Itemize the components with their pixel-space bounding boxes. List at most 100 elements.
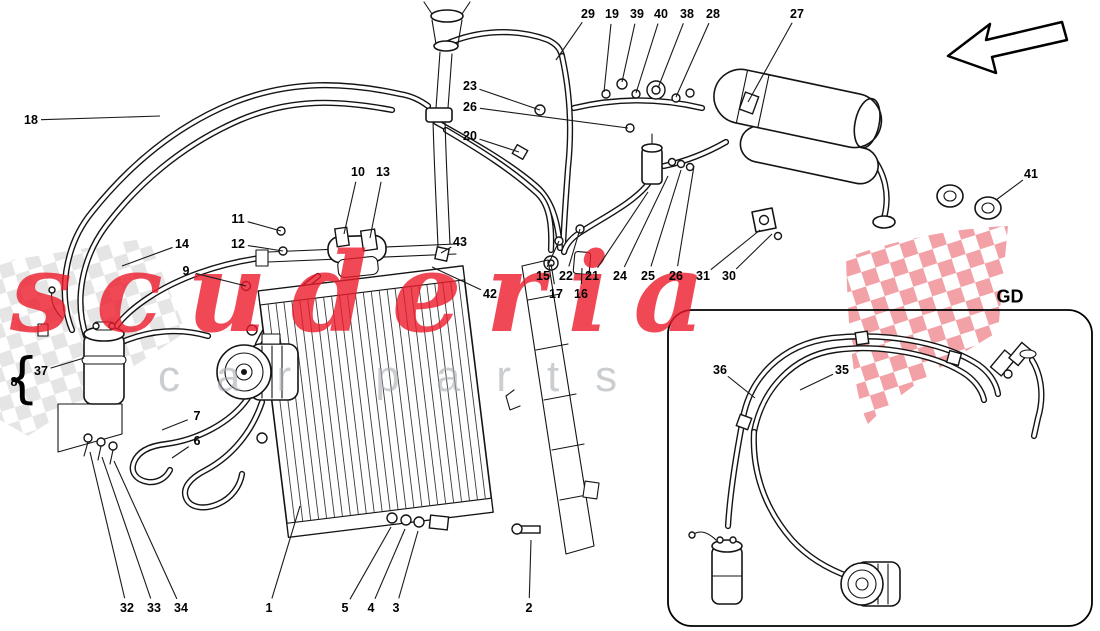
- callout-10: 10: [351, 165, 365, 179]
- callout-37: 37: [34, 364, 48, 378]
- group-brace: {: [4, 346, 40, 410]
- callout-28: 28: [706, 7, 720, 21]
- leader-line-15: [546, 240, 560, 268]
- leader-line-2: [528, 539, 532, 599]
- leader-line-14: [121, 246, 173, 267]
- leader-line-36: [727, 375, 756, 399]
- callout-11: 11: [231, 212, 245, 226]
- condenser: [257, 265, 494, 539]
- leader-line-7: [161, 419, 188, 431]
- callout-40: 40: [654, 7, 668, 21]
- callout-35: 35: [835, 363, 849, 377]
- leader-line-17: [550, 263, 555, 285]
- callout-41: 41: [1024, 167, 1038, 181]
- callout-32: 32: [120, 601, 134, 615]
- callout-30: 30: [722, 269, 736, 283]
- leader-line-10: [343, 181, 357, 235]
- drier-bottle: [37, 286, 127, 465]
- callout-5: 5: [341, 601, 349, 615]
- callout-14: 14: [175, 237, 189, 251]
- leader-line-4: [374, 528, 406, 600]
- callout-31: 31: [696, 269, 710, 283]
- compressor: [216, 333, 299, 401]
- callout-36: 36: [713, 363, 727, 377]
- leader-line-24: [623, 175, 669, 268]
- callout-33: 33: [147, 601, 161, 615]
- callout-38: 38: [680, 7, 694, 21]
- leader-line-29: [555, 21, 583, 61]
- leader-line-3: [398, 530, 419, 599]
- leader-line-12: [247, 244, 284, 252]
- callout-19: 19: [605, 7, 619, 21]
- callout-12: 12: [231, 237, 245, 251]
- callout-13: 13: [376, 165, 390, 179]
- callout-21: 21: [585, 269, 599, 283]
- callout-15: 15: [536, 269, 550, 283]
- ac-hoses: [61, 29, 890, 348]
- leader-line-11: [247, 221, 282, 232]
- leader-line-5: [349, 526, 392, 600]
- hose-fittings: [240, 78, 695, 292]
- leader-line-37: [50, 357, 85, 369]
- leader-line-9: [195, 272, 247, 287]
- leader-line-28: [675, 22, 710, 98]
- callout-29: 29: [581, 7, 595, 21]
- leader-line-23: [479, 88, 541, 111]
- compressor-hoses: [129, 394, 266, 511]
- leader-line-41: [995, 179, 1024, 201]
- callout-3: 3: [392, 601, 400, 615]
- leader-line-32: [89, 451, 126, 599]
- callout-27: 27: [790, 7, 804, 21]
- callout-43: 43: [453, 235, 467, 249]
- callout-22: 22: [559, 269, 573, 283]
- callout-4: 4: [367, 601, 375, 615]
- callout-39: 39: [630, 7, 644, 21]
- grommets: [936, 184, 1002, 220]
- callout-2: 2: [525, 601, 533, 615]
- callout-6: 6: [193, 434, 201, 448]
- leader-line-39: [621, 23, 636, 83]
- callout-1: 1: [265, 601, 273, 615]
- direction-arrow-icon: [946, 20, 1069, 75]
- leader-line-43: [440, 246, 452, 254]
- leader-line-19: [603, 23, 612, 93]
- leader-line-26: [479, 107, 629, 129]
- leader-line-30: [735, 233, 773, 270]
- callout-25: 25: [641, 269, 655, 283]
- leader-line-31: [710, 229, 761, 271]
- leader-line-25: [650, 169, 682, 267]
- leader-line-35: [799, 373, 834, 391]
- callout-9: 9: [182, 264, 190, 278]
- leader-line-27: [747, 22, 793, 103]
- checkered-flag-right-icon: [846, 226, 1008, 424]
- callout-18: 18: [24, 113, 38, 127]
- callout-8: 8: [10, 375, 18, 389]
- callout-34: 34: [174, 601, 188, 615]
- inset-box: [667, 309, 1093, 627]
- callout-26: 26: [463, 100, 477, 114]
- leader-line-1: [271, 505, 301, 599]
- callout-7: 7: [193, 409, 201, 423]
- callout-20: 20: [463, 129, 477, 143]
- leader-line-33: [101, 456, 152, 599]
- leader-line-16: [580, 267, 583, 285]
- callout-24: 24: [613, 269, 627, 283]
- callout-42: 42: [483, 287, 497, 301]
- leader-line-18: [40, 115, 161, 121]
- leader-line-26: [677, 165, 695, 267]
- inset-label: GD: [996, 286, 1024, 307]
- expansion-valve: [641, 133, 695, 185]
- leader-line-20: [479, 138, 520, 153]
- leader-line-38: [657, 23, 684, 89]
- leader-line-42: [431, 266, 482, 291]
- leader-line-40: [635, 23, 659, 94]
- leader-line-21: [597, 191, 649, 268]
- leader-line-34: [113, 460, 178, 600]
- callout-17: 17: [549, 287, 563, 301]
- leader-line-6: [171, 446, 190, 459]
- leader-line-13: [369, 181, 382, 239]
